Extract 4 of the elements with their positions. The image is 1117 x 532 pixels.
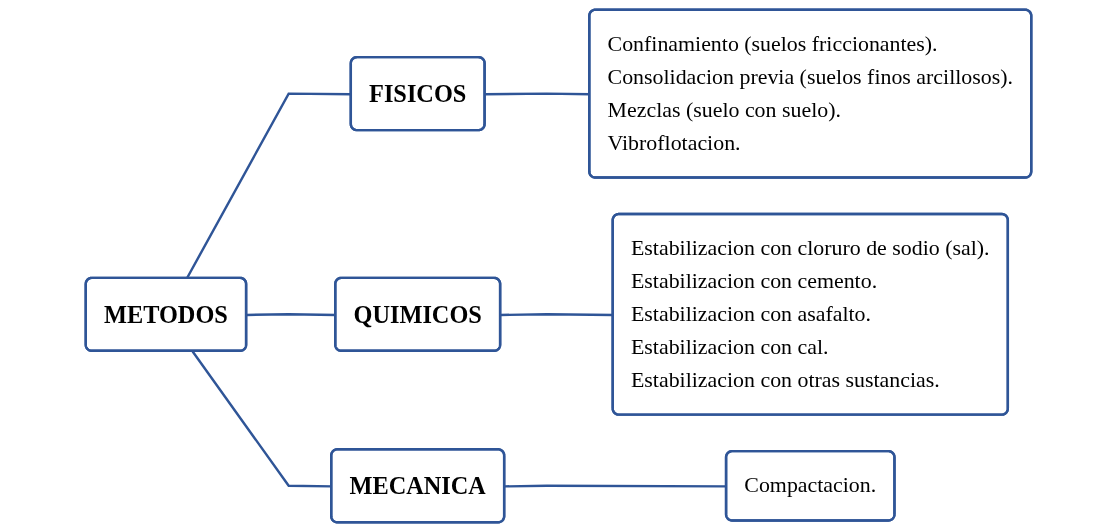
- connector: [504, 484, 727, 488]
- connector: [191, 350, 332, 488]
- connector: [485, 92, 590, 96]
- connector: [246, 313, 336, 317]
